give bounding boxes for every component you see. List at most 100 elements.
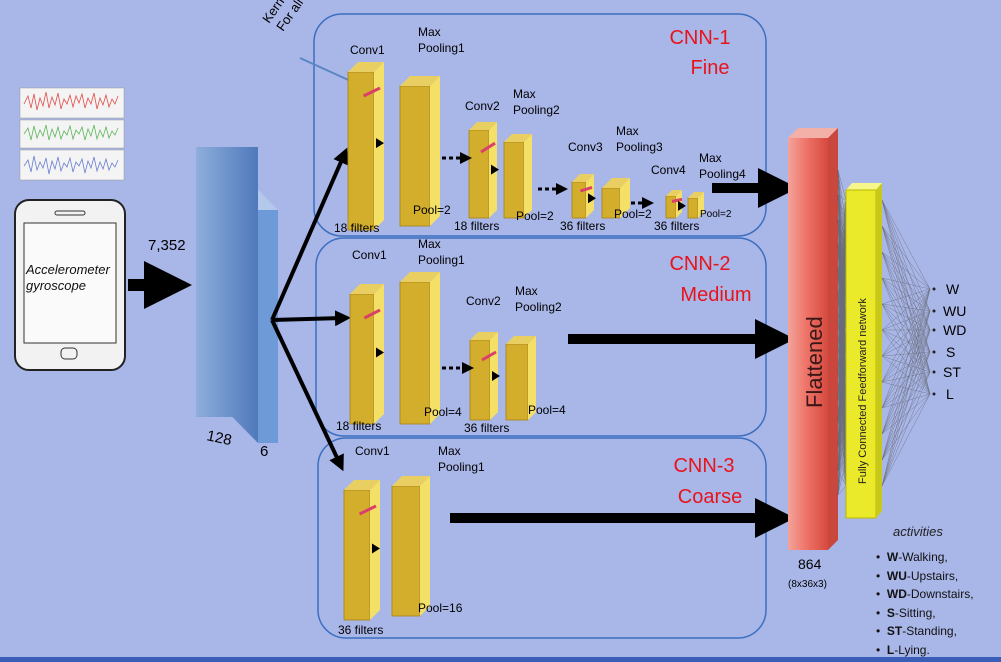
cnn1-pool2-label-a: Max — [513, 87, 536, 101]
legend-item: • W-Walking, — [876, 550, 948, 564]
cnn1-pool4-label-a: Max — [699, 151, 722, 165]
cnn1-pool3-label-b: Pooling3 — [616, 140, 663, 154]
cnn1-filters1: 18 filters — [334, 221, 379, 235]
fc-network-lines — [837, 169, 931, 496]
cnn1-pool1-block — [399, 76, 440, 227]
cnn2-pool2-label-a: Max — [515, 284, 538, 298]
sensor-signal-plot — [19, 87, 125, 181]
fc-layer — [845, 183, 882, 519]
legend-item: • WU-Upstairs, — [876, 568, 959, 583]
branch-arrows — [270, 147, 351, 472]
cnn1-filters3: 36 filters — [560, 219, 605, 233]
cnn1-filters4: 36 filters — [654, 219, 699, 233]
cnn2-filters1: 18 filters — [336, 419, 381, 433]
kernel-marker — [358, 504, 377, 516]
cnn1-pool4-label-b: Pooling4 — [699, 167, 746, 181]
cnn2-scale: Medium — [680, 284, 751, 306]
cnn3-conv1-label: Conv1 — [355, 444, 390, 458]
output-nodes — [932, 287, 936, 396]
bottom-bar — [0, 657, 1001, 662]
legend-item: • L-Lying. — [876, 642, 930, 657]
cnn1-conv4-label: Conv4 — [651, 163, 686, 177]
kernel-marker — [481, 350, 497, 362]
legend-item: • S-Sitting, — [876, 605, 936, 620]
cnn2-filters2: 36 filters — [464, 421, 509, 435]
cnn1-pool1-label-a: Max — [418, 25, 441, 39]
flatten-size: 864 — [798, 556, 822, 572]
fc-label: Fully Connected Feedforward network — [857, 298, 869, 484]
input-samples: 7,352 — [148, 237, 186, 254]
cnn1-pool3-label-a: Max — [616, 124, 639, 138]
stage-arrows — [442, 152, 654, 374]
flattened-label: Flattened — [802, 316, 827, 408]
kernel-marker — [671, 197, 683, 203]
cnn1-scale: Fine — [691, 57, 730, 79]
output-label-s: S — [946, 344, 955, 360]
cnn1-poolsize3: Pool=2 — [614, 207, 652, 221]
cnn3-title: CNN-3 — [673, 455, 734, 477]
legend-list: • W-Walking, • WU-Upstairs, • WD-Downsta… — [876, 548, 974, 659]
phone-label-2: gyroscope — [26, 278, 86, 293]
cnn1-pool3-block — [601, 178, 630, 219]
legend-item: • WD-Downstairs, — [876, 587, 974, 601]
cnn2-pool2-block — [505, 336, 536, 421]
cnn1-conv3-label: Conv3 — [568, 140, 603, 154]
input-length: 128 — [205, 427, 233, 449]
cnn2-pool1-label-a: Max — [418, 237, 441, 251]
cnn2-title: CNN-2 — [669, 253, 730, 275]
input-channels: 6 — [260, 443, 268, 460]
kernel-marker — [480, 141, 496, 154]
cnn1-conv3-block — [571, 174, 596, 219]
cnn3-scale: Coarse — [678, 486, 742, 508]
cnn1-conv4-block — [665, 190, 686, 219]
cnn1-pool1-label-b: Pooling1 — [418, 41, 465, 55]
cnn2-poolsize2: Pool=4 — [528, 403, 566, 417]
cnn1-conv1-block — [347, 62, 384, 231]
cnn3-panel — [317, 437, 767, 639]
smartphone-icon — [14, 199, 126, 371]
legend-title: activities — [893, 524, 943, 539]
cnn-blocks — [343, 62, 704, 621]
cnn1-panel — [313, 13, 767, 237]
flatten-shape: (8x36x3) — [788, 579, 827, 590]
cnn3-pool1-label-b: Pooling1 — [438, 460, 485, 474]
input-tensor — [196, 147, 278, 443]
output-label-wd: WD — [943, 322, 966, 338]
cnn3-pool1-label-a: Max — [438, 444, 461, 458]
phone-label-1: Accelerometer — [26, 262, 110, 277]
cnn3-conv1-block — [343, 480, 380, 621]
cnn1-poolsize2: Pool=2 — [516, 209, 554, 223]
kernel-marker — [579, 185, 593, 193]
kernel-marker — [362, 86, 381, 98]
output-label-wu: WU — [943, 303, 966, 319]
cnn1-pool2-label-b: Pooling2 — [513, 103, 560, 117]
cnn3-filters1: 36 filters — [338, 623, 383, 637]
output-label-w: W — [946, 281, 960, 297]
cnn2-conv2-label: Conv2 — [466, 294, 501, 308]
cnn2-pool1-label-b: Pooling1 — [418, 253, 465, 267]
cnn2-poolsize1: Pool=4 — [424, 405, 462, 419]
cnn1-conv2-label: Conv2 — [465, 99, 500, 113]
legend-item: • ST-Standing, — [876, 624, 957, 638]
cnn2-pool2-label-b: Pooling2 — [515, 300, 562, 314]
kernel-marker — [363, 308, 381, 320]
cnn2-pool1-block — [399, 272, 440, 425]
cnn1-conv2-block — [468, 122, 499, 219]
cnn1-title: CNN-1 — [669, 27, 730, 49]
cnn1-conv1-label: Conv1 — [350, 43, 385, 57]
cnn3-pool1-block — [391, 476, 430, 617]
cnn1-poolsize1: Pool=2 — [413, 203, 451, 217]
cnn2-conv1-label: Conv1 — [352, 248, 387, 262]
cnn1-poolsize4: Pool=2 — [700, 209, 732, 220]
cnn2-conv2-block — [469, 332, 500, 421]
cnn1-conv2-pool-block — [503, 134, 532, 219]
output-label-st: ST — [943, 364, 961, 380]
flattened-layer — [788, 128, 838, 550]
cnn2-conv1-block — [349, 284, 384, 425]
cnn3-poolsize1: Pool=16 — [418, 601, 463, 615]
cnn1-pool4-block — [687, 192, 704, 219]
to-flatten-arrows — [450, 168, 798, 538]
cnn1-filters2: 18 filters — [454, 219, 499, 233]
output-label-l: L — [946, 386, 954, 402]
